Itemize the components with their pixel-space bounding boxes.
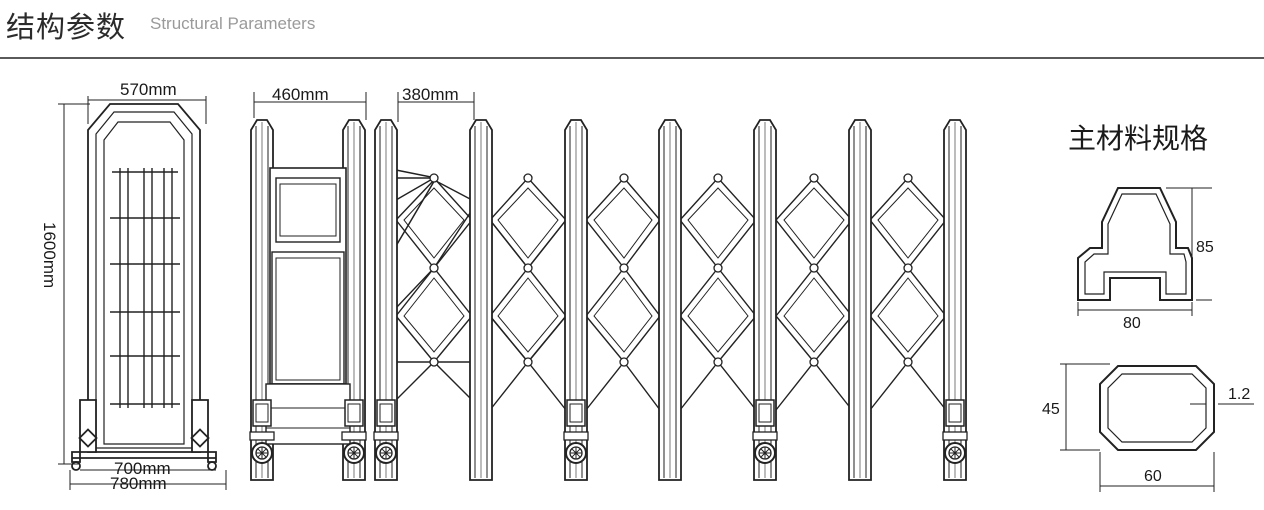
material-title: 主材料规格 xyxy=(1068,122,1208,155)
profile-1 xyxy=(1077,187,1193,301)
front-view xyxy=(71,103,217,471)
dim-base-outer: 780mm xyxy=(110,474,167,493)
profile-2-thickness: 1.2 xyxy=(1228,386,1250,403)
section-header: 结构参数 Structural Parameters xyxy=(0,0,1264,59)
dim-pitch: 380mm xyxy=(402,85,459,104)
profile-1-dimensions xyxy=(1077,187,1212,316)
dim-front-top-width: 570mm xyxy=(120,80,177,99)
profile-2-width: 60 xyxy=(1144,468,1162,485)
dim-base-inner: 700mm xyxy=(114,459,171,478)
gate-head-unit xyxy=(250,119,366,481)
dim-head-width: 460mm xyxy=(272,85,329,104)
front-dimensions xyxy=(58,96,227,490)
profile-2-height: 45 xyxy=(1042,401,1060,418)
profile-2 xyxy=(1099,365,1215,451)
dim-front-height: 1600mm xyxy=(40,222,59,288)
lattice-pillars xyxy=(374,119,967,481)
section-title: 结构参数 xyxy=(6,10,127,44)
side-dimensions xyxy=(253,92,475,122)
header-divider xyxy=(0,57,1264,59)
profile-2-dimensions xyxy=(1060,363,1254,492)
profile-1-height: 85 xyxy=(1196,239,1214,256)
profile-1-width: 80 xyxy=(1123,315,1141,332)
lattice-pivot-bolts xyxy=(429,173,913,367)
section-subtitle: Structural Parameters xyxy=(150,14,316,33)
